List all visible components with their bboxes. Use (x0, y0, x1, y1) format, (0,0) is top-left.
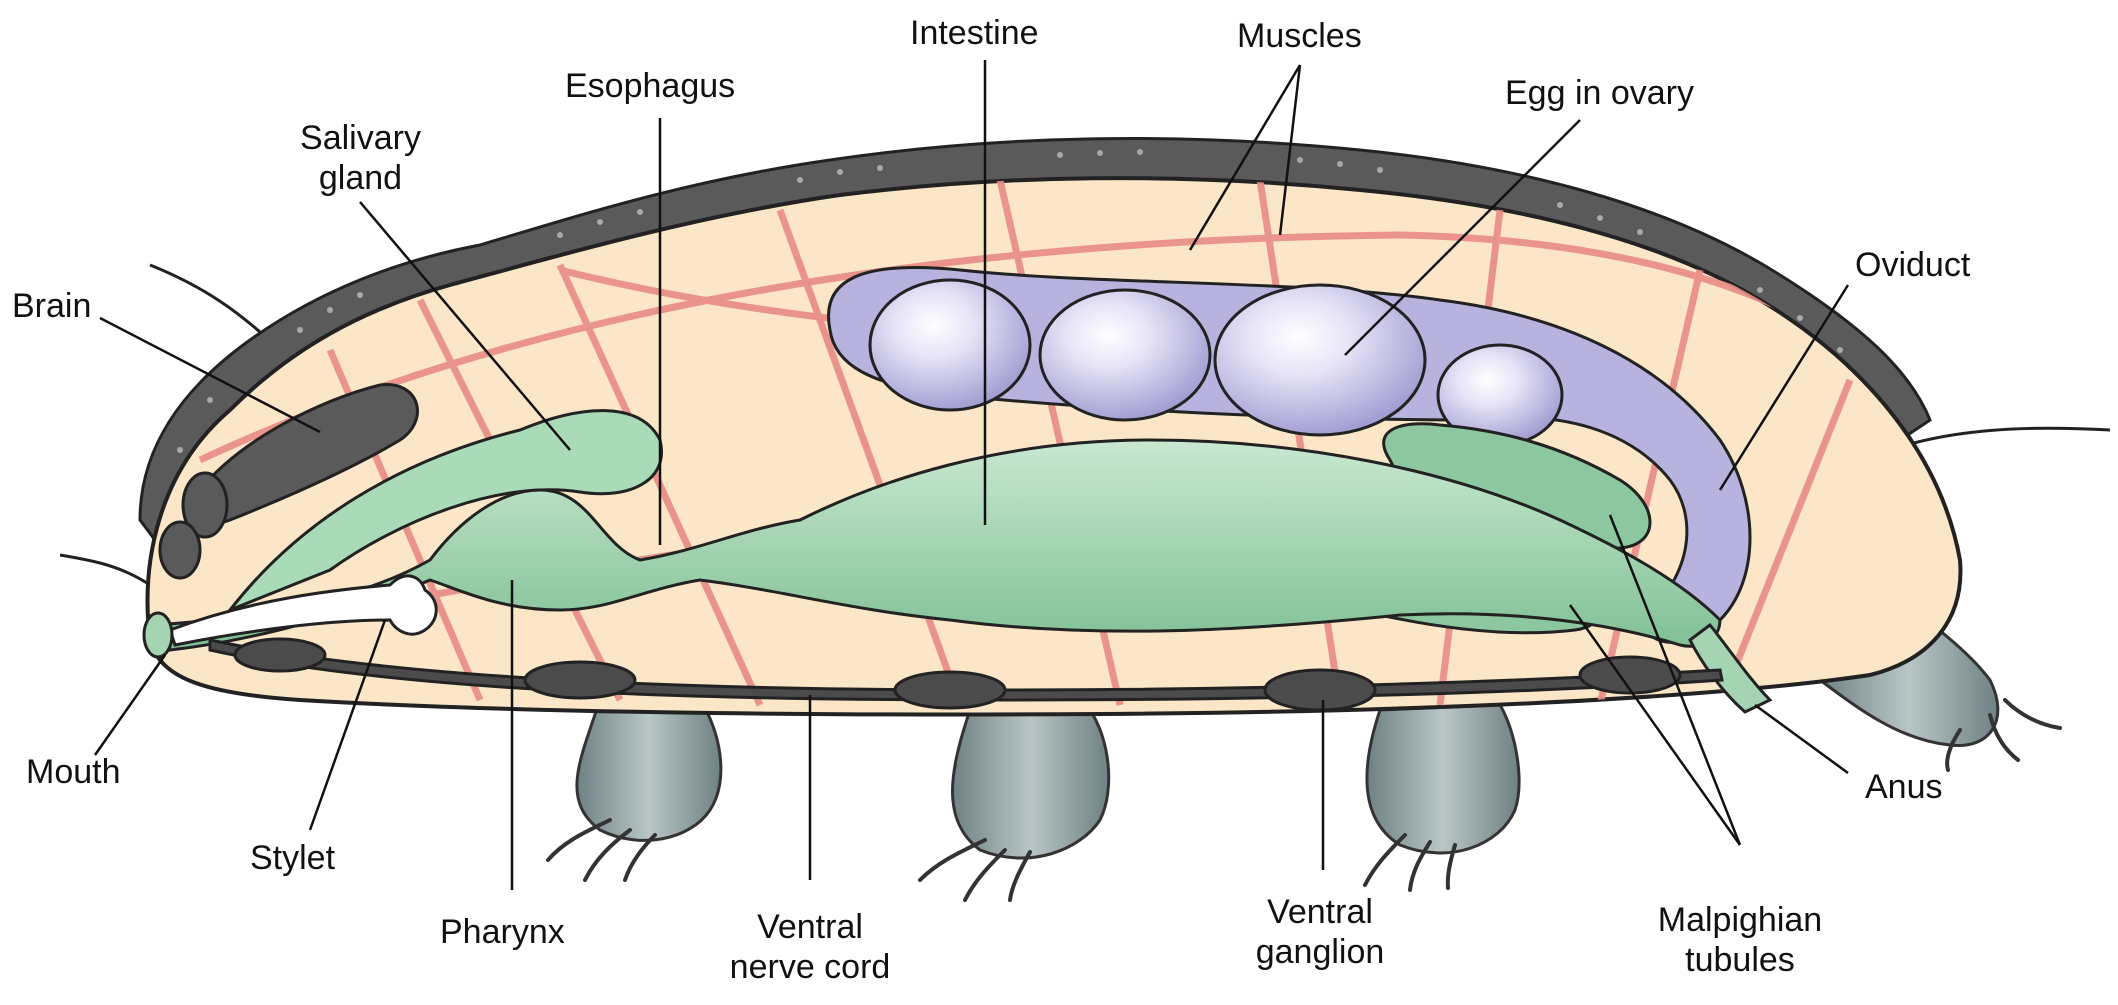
label-salivary-gland: Salivary gland (278, 118, 443, 198)
stylet-shape (168, 574, 438, 647)
mouth-opening (142, 611, 174, 659)
label-malpighian-tubules-line2: tubules (1685, 941, 1795, 979)
label-salivary-gland-line1: Salivary (300, 119, 421, 157)
label-stylet: Stylet (250, 839, 336, 877)
ventral-nerve-cord-shape (208, 637, 1724, 712)
label-mouth: Mouth (26, 753, 121, 791)
label-oviduct: Oviduct (1855, 246, 1971, 284)
label-anus: Anus (1865, 768, 1943, 806)
label-brain: Brain (12, 287, 92, 325)
label-ventral-nerve-cord-line1: Ventral (757, 908, 863, 946)
label-malpighian-tubules: Malpighian tubules (1630, 900, 1850, 980)
label-intestine: Intestine (910, 14, 1039, 52)
label-ventral-ganglion-line1: Ventral (1267, 893, 1373, 931)
eggs (868, 278, 1564, 447)
hindgut (1688, 622, 1773, 714)
label-ventral-ganglion-line2: ganglion (1255, 933, 1385, 971)
label-ventral-ganglion: Ventral ganglion (1220, 892, 1420, 972)
label-ventral-nerve-cord-line2: nerve cord (729, 948, 891, 986)
label-muscles: Muscles (1237, 17, 1362, 55)
brain-shape (158, 383, 419, 580)
digestive-tract (146, 438, 1722, 652)
label-malpighian-tubules-line1: Malpighian (1657, 901, 1823, 939)
leader-lines (93, 60, 1850, 890)
label-egg-in-ovary: Egg in ovary (1505, 74, 1694, 112)
label-pharynx: Pharynx (440, 913, 565, 951)
claws (546, 698, 2062, 902)
cuticle-dots (177, 149, 1843, 453)
label-esophagus: Esophagus (565, 67, 736, 105)
label-salivary-gland-line2: gland (318, 159, 403, 197)
label-ventral-nerve-cord: Ventral nerve cord (700, 907, 920, 987)
salivary-gland-shape (225, 409, 663, 614)
